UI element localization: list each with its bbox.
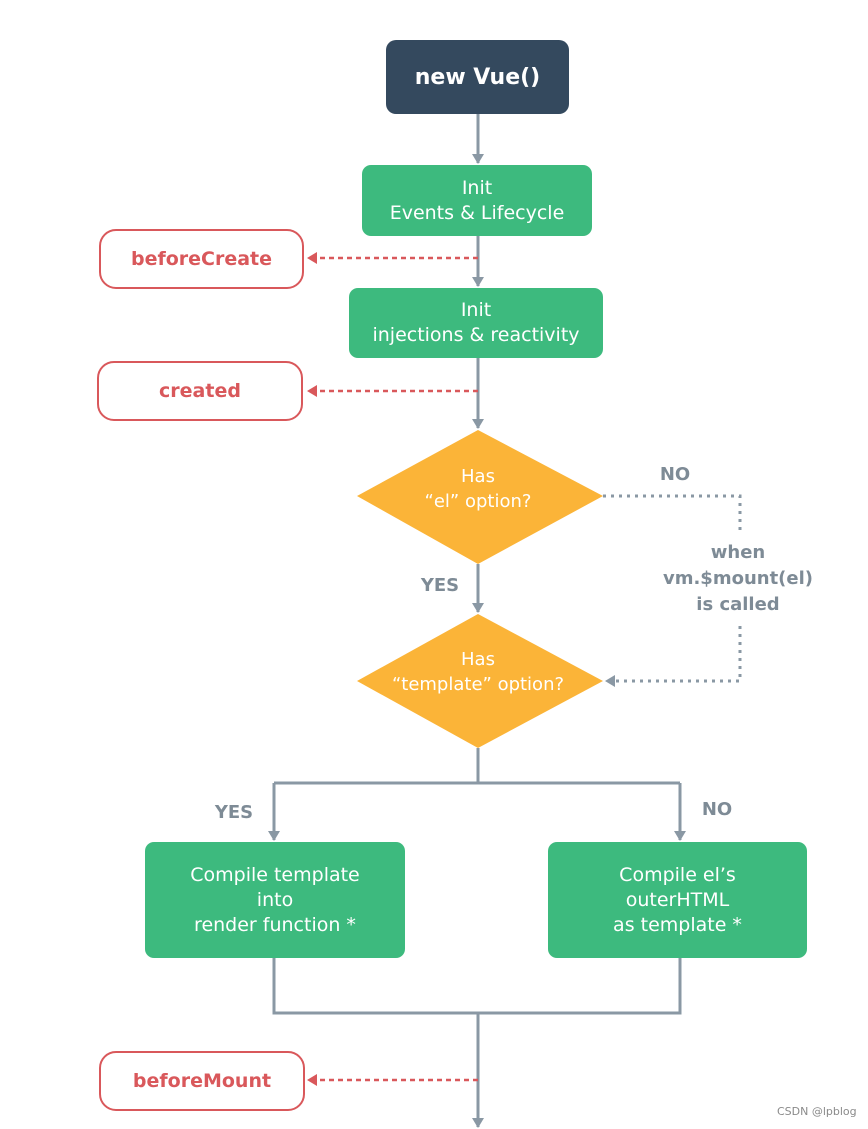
label-no-template: NO: [701, 799, 733, 820]
init-events-box: Init Events & Lifecycle: [362, 165, 592, 236]
hook-before-mount: beforeMount: [99, 1051, 305, 1111]
hook-created: created: [97, 361, 303, 421]
decision-template-text: Has “template” option?: [370, 647, 586, 697]
init-events-line-1: Init: [461, 176, 493, 199]
watermark: CSDN @lpblog: [777, 1105, 857, 1118]
connector-no-el-upper: [603, 494, 742, 535]
compile-template-line-2: into: [256, 888, 294, 911]
new-vue-box: new Vue(): [386, 40, 569, 114]
compile-template-box: Compile template into render function *: [145, 842, 405, 958]
hook-created-label: created: [159, 379, 241, 402]
new-vue-label: new Vue(): [414, 64, 541, 90]
compile-el-line-1: Compile el’s: [619, 863, 736, 886]
compile-el-line-3: as template *: [613, 913, 742, 936]
init-events-line-2: Events & Lifecycle: [389, 201, 565, 224]
connector-no-el-lower: [605, 626, 742, 687]
decision-template-line-1: Has: [461, 649, 495, 670]
init-injections-box: Init injections & reactivity: [349, 288, 603, 358]
init-injections-line-2: injections & reactivity: [372, 324, 580, 346]
decision-el-shape: [357, 430, 603, 564]
compile-el-box: Compile el’s outerHTML as template *: [548, 842, 807, 958]
init-injections-line-1: Init: [460, 299, 492, 321]
label-yes-template: YES: [214, 802, 254, 823]
hook-before-create: beforeCreate: [99, 229, 304, 289]
decision-el-line-1: Has: [461, 466, 495, 487]
label-when-mount-line-3: is called: [696, 594, 780, 615]
decision-template-shape: [357, 614, 603, 748]
hook-before-mount-label: beforeMount: [132, 1069, 272, 1092]
connector-merge: [272, 958, 682, 1127]
compile-template-line-3: render function *: [194, 913, 356, 936]
decision-template-line-2: “template” option?: [391, 674, 565, 695]
label-when-mount-line-2: vm.$mount(el): [662, 568, 814, 589]
compile-el-line-2: outerHTML: [625, 888, 730, 911]
label-when-mount: when vm.$mount(el) is called: [645, 540, 831, 618]
compile-template-line-1: Compile template: [190, 863, 360, 886]
connector-template-split: [274, 748, 680, 785]
decision-el-line-2: “el” option?: [424, 491, 532, 512]
label-no-el: NO: [659, 464, 691, 485]
hook-before-create-label: beforeCreate: [130, 247, 273, 270]
label-yes-el: YES: [420, 575, 460, 596]
label-when-mount-line-1: when: [710, 542, 766, 563]
decision-el-text: Has “el” option?: [380, 464, 576, 514]
